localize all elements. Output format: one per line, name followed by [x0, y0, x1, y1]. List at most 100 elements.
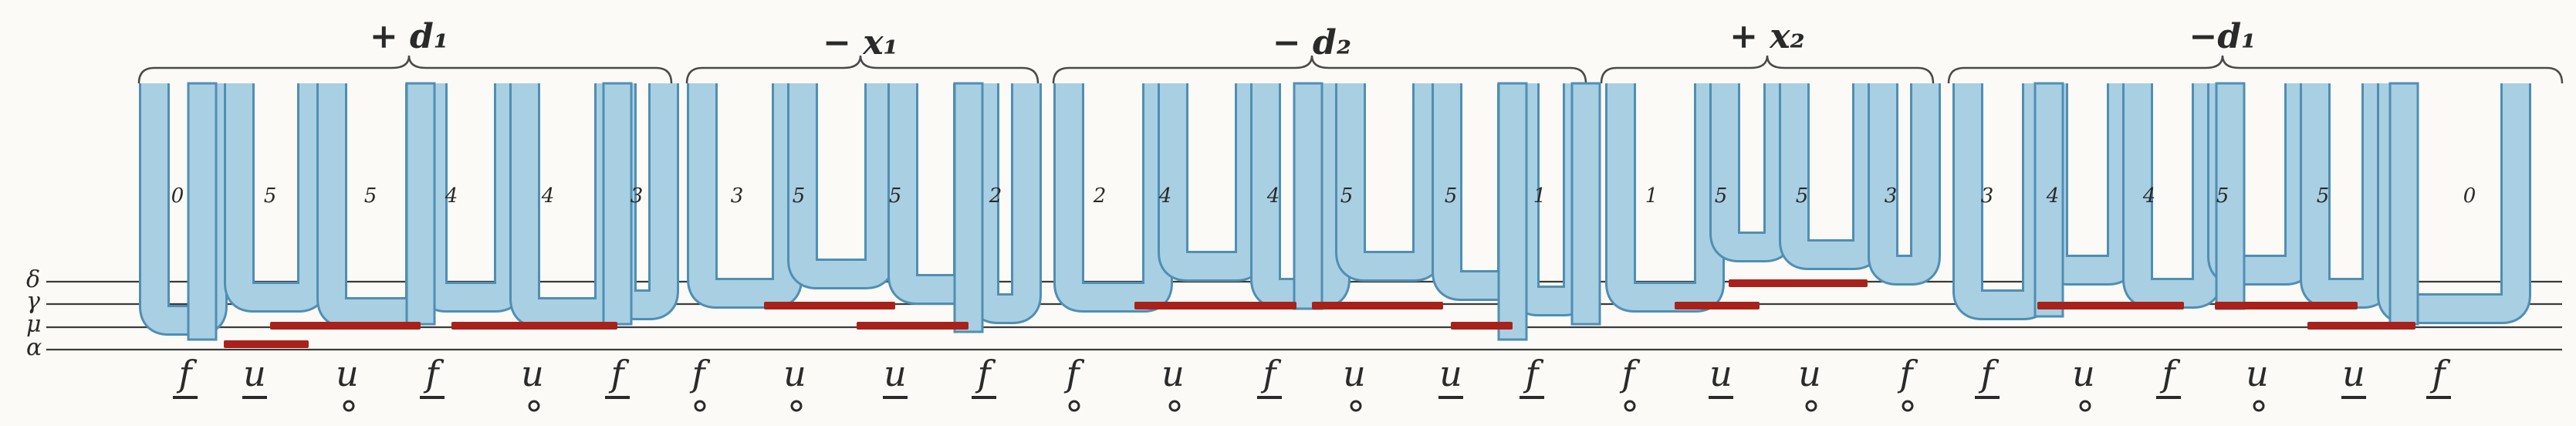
group-label-plus-x2: + x₂ [1729, 17, 1805, 56]
vertical-tube-1 [187, 82, 218, 341]
u-tube-17 [1607, 83, 1722, 310]
group-label-plus-d1: + d₁ [370, 17, 448, 56]
u-tube-20 [1870, 83, 1939, 283]
tube-number-20: 3 [1885, 184, 1898, 208]
bottom-label-6: f [608, 353, 629, 394]
bottom-label-ring-20 [1902, 400, 1914, 412]
u-tube-12 [1160, 83, 1263, 279]
group-brace-3 [1052, 55, 1587, 84]
red-bar-7 [1312, 302, 1443, 309]
tube-number-2: 5 [264, 184, 277, 208]
red-bar-8 [1451, 322, 1513, 330]
tube-number-6: 3 [630, 184, 644, 208]
bottom-label-21: f [1978, 353, 1999, 394]
tube-number-10: 2 [989, 184, 1002, 208]
u-tube-2 [226, 83, 326, 310]
u-tube-8 [789, 83, 893, 287]
red-bars [224, 279, 2415, 348]
bottom-label-1: f [176, 353, 197, 394]
vertical-tube-7 [1570, 82, 1601, 326]
bottom-label-16: f [1523, 353, 1543, 394]
group-brace-1 [137, 55, 673, 84]
vertical-tube-2 [405, 82, 436, 326]
bottom-label-ring-8 [790, 400, 803, 412]
bottom-label-8: u [783, 353, 806, 394]
tube-number-5: 4 [541, 184, 555, 208]
u-tube-4 [419, 83, 522, 310]
bottom-label-15: u [1439, 353, 1462, 394]
group-label-minus-d1: −d₁ [2189, 17, 2257, 56]
vertical-tube-10 [2388, 82, 2419, 326]
group-labels: + d₁ − x₁ − d₂ + x₂ −d₁ [370, 17, 2257, 63]
bottom-label-23: f [2159, 353, 2180, 394]
red-bar-13 [2307, 322, 2415, 330]
tube-number-15: 5 [1445, 184, 1458, 208]
bottom-label-19: u [1798, 353, 1821, 394]
u-tube-outline-17 [1605, 83, 1725, 313]
vertical-tube-8 [2033, 82, 2064, 318]
tube-number-13: 4 [1266, 184, 1280, 208]
bottom-label-14: u [1343, 353, 1366, 394]
tube-number-24: 5 [2216, 184, 2229, 208]
bottom-label-ring-5 [528, 400, 540, 412]
tube-number-12: 4 [1158, 184, 1172, 208]
group-label-minus-d2: − d₂ [1273, 23, 1351, 63]
red-bar-1 [224, 340, 309, 348]
red-bar-5 [857, 322, 969, 330]
tube-number-16: 1 [1533, 184, 1547, 208]
line-label-alpha: α [26, 334, 42, 361]
tube-number-21: 3 [1981, 184, 1994, 208]
bottom-label-ring-22 [2079, 400, 2091, 412]
bottom-label-ring-12 [1168, 400, 1181, 412]
tube-number-18: 5 [1715, 184, 1728, 208]
tube-number-25: 5 [2317, 184, 2330, 208]
tube-number-3: 5 [364, 184, 377, 208]
bottom-label-26: f [2429, 353, 2450, 394]
bottom-label-12: u [1161, 353, 1185, 394]
tube-number-11: 2 [1093, 184, 1107, 208]
bottom-label-ring-14 [1350, 400, 1362, 412]
line-label-delta: δ [26, 266, 40, 293]
bottom-label-9: u [884, 353, 907, 394]
bottom-label-7: f [689, 353, 710, 394]
u-tube-outline-11 [1053, 83, 1173, 313]
u-tube-10 [971, 83, 1040, 322]
tube-number-22: 4 [2046, 184, 2060, 208]
vertical-tube-9 [2215, 82, 2246, 310]
group-braces [137, 55, 2564, 84]
u-tube-25 [2302, 83, 2390, 306]
tube-number-23: 4 [2142, 184, 2156, 208]
tube-number-8: 5 [793, 184, 806, 208]
bottom-label-ring-24 [2253, 400, 2265, 412]
u-tube-7 [689, 83, 800, 306]
bottom-label-ring-19 [1805, 400, 1817, 412]
line-label-mu: μ [26, 311, 42, 338]
bottom-label-4: f [423, 353, 444, 394]
bottom-label-18: u [1709, 353, 1733, 394]
red-bar-9 [1675, 302, 1760, 309]
line-label-gamma: γ [26, 288, 40, 315]
bottom-label-25: u [2342, 353, 2365, 394]
tube-number-17: 1 [1645, 184, 1658, 208]
u-tube-21 [1955, 83, 2050, 318]
bottom-label-22: u [2072, 353, 2095, 394]
bottom-label-10: f [975, 353, 996, 394]
red-bar-4 [764, 302, 895, 309]
vertical-tube-4 [953, 82, 984, 333]
line-labels: δ γ μ α [26, 266, 42, 361]
red-bar-10 [1729, 279, 1868, 287]
bottom-label-3: u [336, 353, 359, 394]
bottom-label-5: u [521, 353, 544, 394]
tube-number-19: 5 [1796, 184, 1809, 208]
u-tubes [139, 82, 2531, 341]
bottom-label-ring-7 [694, 400, 706, 412]
tube-number-4: 4 [445, 184, 458, 208]
tube-number-26: 0 [2463, 184, 2476, 208]
u-tube-19 [1781, 83, 1881, 268]
group-brace-5 [1947, 55, 2564, 84]
vertical-tube-5 [1293, 82, 1323, 310]
u-tube-23 [2125, 83, 2220, 306]
u-tube-11 [1056, 83, 1171, 310]
